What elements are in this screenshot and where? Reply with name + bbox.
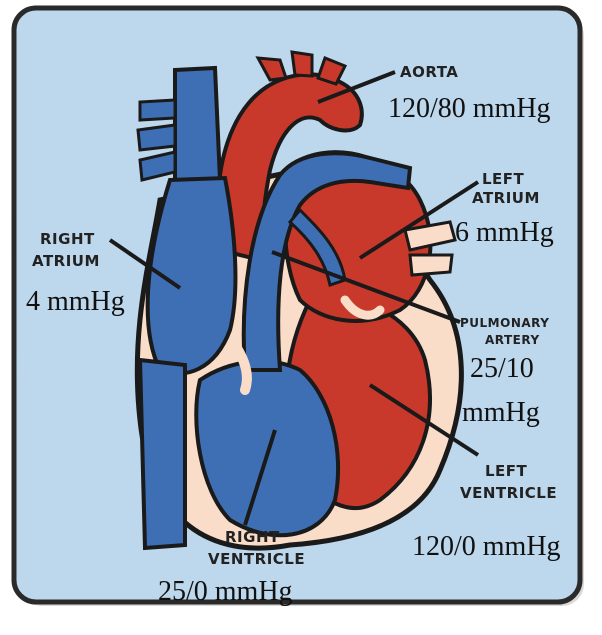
vena-cava-branch-2 (136, 123, 177, 152)
label-right-atrium-line2: ATRIUM (32, 252, 100, 270)
label-aorta: AORTA (400, 63, 459, 81)
label-left-atrium-line1: LEFT (482, 170, 525, 188)
pointer-pulmonary-artery (271, 250, 461, 324)
label-left-ventricle-line2: VENTRICLE (460, 484, 558, 502)
label-pulmonary-artery-line1: PULMONARY (460, 316, 550, 330)
pulmonary-artery-shape (241, 151, 413, 372)
pulmonary-vein-upper (403, 220, 457, 252)
label-pulmonary-artery-line2: ARTERY (485, 333, 540, 347)
pressure-right-ventricle: 25/0 mmHg (158, 576, 293, 607)
pointer-right-atrium (108, 238, 182, 290)
pointer-left-atrium (358, 180, 480, 260)
valve-mitral (340, 295, 385, 320)
pointer-aorta (317, 70, 396, 104)
label-left-atrium-line2: ATRIUM (472, 189, 540, 207)
label-right-ventricle-line2: VENTRICLE (208, 550, 306, 568)
pressure-pulmonary-artery-line1: 25/10 (470, 353, 534, 384)
pressure-left-ventricle: 120/0 mmHg (412, 531, 561, 562)
label-right-ventricle-line1: RIGHT (225, 528, 280, 546)
aorta-branch-3 (316, 56, 348, 86)
vena-cava-branch-1 (138, 98, 177, 122)
pointer-right-ventricle (243, 429, 277, 526)
aorta-branch-1 (255, 56, 289, 82)
label-right-atrium-line1: RIGHT (40, 230, 95, 248)
pulmonary-vein-lower (408, 253, 454, 277)
aorta-shape (215, 72, 364, 263)
right-atrium-shape (145, 175, 238, 376)
valve-tricuspid (230, 340, 252, 395)
inferior-vena-cava (137, 357, 187, 551)
aorta-branch-2 (290, 50, 314, 78)
pressure-right-atrium: 4 mmHg (26, 286, 125, 317)
label-left-ventricle-line1: LEFT (485, 462, 528, 480)
pulmonary-artery-left-branch (287, 207, 347, 287)
pressure-pulmonary-artery-line2: mmHg (462, 397, 540, 428)
pressure-aorta: 120/80 mmHg (388, 93, 551, 124)
superior-vena-cava (173, 65, 223, 188)
pressure-left-atrium: 6 mmHg (455, 217, 554, 248)
vena-cava-branch-3 (138, 150, 177, 182)
pointer-left-ventricle (368, 383, 480, 457)
